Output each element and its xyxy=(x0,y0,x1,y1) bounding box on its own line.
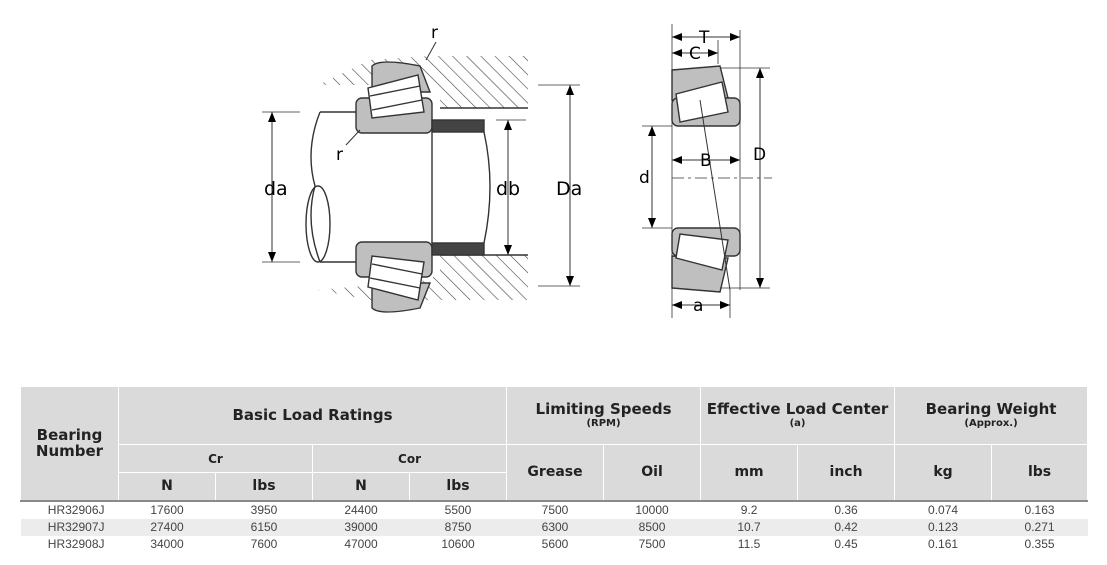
cr-n-cell: 27400 xyxy=(118,518,216,536)
limiting-speeds-title: Limiting Speeds xyxy=(535,400,672,418)
inch-header: inch xyxy=(797,444,896,501)
label-T: T xyxy=(698,28,710,48)
label-r-top: r xyxy=(431,23,438,43)
cor-n-cell: 47000 xyxy=(344,537,378,551)
part-number-cell: HR32907J xyxy=(20,518,119,536)
cr-n-cell: 34000 xyxy=(150,537,184,551)
table-row: HR32906J 17600 3950 24400 5500 7500 1000… xyxy=(21,502,1088,519)
label-B: B xyxy=(700,151,712,171)
grease-header: Grease xyxy=(506,444,605,501)
bearing-section-diagram xyxy=(642,24,772,318)
grease-cell: 5600 xyxy=(541,537,569,551)
basic-load-ratings-header: Basic Load Ratings xyxy=(117,386,508,445)
table-row: HR32907J 27400 6150 39000 8750 6300 8500… xyxy=(20,518,1088,536)
bearing-diagrams: r r da db Da xyxy=(262,23,772,318)
label-da: da xyxy=(264,178,288,200)
bearing-number-header-line2: Number xyxy=(35,442,104,461)
oil-cell: 7500 xyxy=(638,537,666,551)
cor-subheader: Cor xyxy=(311,444,508,473)
part-number-cell: HR32908J xyxy=(47,537,105,551)
label-D: D xyxy=(753,145,766,165)
oil-cell: 10000 xyxy=(635,503,669,517)
inch-cell: 0.45 xyxy=(834,537,858,551)
cor-n-header: N xyxy=(312,472,410,501)
label-db: db xyxy=(496,178,520,200)
mm-cell: 11.5 xyxy=(737,537,761,551)
bearing-number-header: Bearing Number xyxy=(20,386,119,501)
table-row: HR32908J 34000 7600 47000 10600 5600 750… xyxy=(21,536,1088,553)
label-a: a xyxy=(693,296,703,316)
cr-lbs-header: lbs xyxy=(215,472,313,501)
label-d: d xyxy=(639,168,650,188)
weight-lbs-cell: 0.163 xyxy=(1024,503,1055,517)
cor-lbs-cell: 8750 xyxy=(409,518,507,536)
load-center-title: Effective Load Center xyxy=(706,400,889,418)
cr-lbs-cell: 6150 xyxy=(215,518,313,536)
inch-cell: 0.36 xyxy=(834,503,858,517)
part-number-cell: HR32906J xyxy=(47,503,105,517)
grease-cell: 6300 xyxy=(506,518,604,536)
limiting-speeds-unit: (RPM) xyxy=(586,418,621,429)
bearing-weight-header: Bearing Weight (Approx.) xyxy=(894,386,1089,445)
cor-n-cell: 24400 xyxy=(344,503,378,517)
kg-cell: 0.161 xyxy=(928,537,959,551)
label-C: C xyxy=(689,44,701,64)
mm-header: mm xyxy=(700,444,799,501)
weight-lbs-cell: 0.271 xyxy=(991,518,1088,536)
label-r-left: r xyxy=(336,145,343,165)
cr-n-cell: 17600 xyxy=(150,503,184,517)
bearing-weight-title: Bearing Weight xyxy=(925,400,1057,418)
oil-cell: 8500 xyxy=(603,518,701,536)
oil-header: Oil xyxy=(603,444,702,501)
bearing-spec-table: Bearing Number Basic Load Ratings Limiti… xyxy=(20,386,1089,553)
cr-lbs-cell: 7600 xyxy=(250,537,278,551)
cr-lbs-cell: 3950 xyxy=(250,503,278,517)
grease-cell: 7500 xyxy=(541,503,569,517)
limiting-speeds-header: Limiting Speeds (RPM) xyxy=(506,386,702,445)
load-center-header: Effective Load Center (a) xyxy=(700,386,896,445)
mounting-diagram xyxy=(262,41,580,313)
label-Da-upper: Da xyxy=(556,178,582,200)
load-center-unit: (a) xyxy=(789,418,806,429)
weight-lbs-cell: 0.355 xyxy=(1024,537,1055,551)
mm-cell: 10.7 xyxy=(700,518,798,536)
drawings-area: r r da db Da xyxy=(262,23,772,318)
kg-cell: 0.123 xyxy=(894,518,992,536)
cr-subheader: Cr xyxy=(118,444,313,473)
weight-lbs-header: lbs xyxy=(991,444,1089,501)
kg-header: kg xyxy=(894,444,993,501)
bearing-number-header-line1: Bearing xyxy=(36,426,103,445)
cor-lbs-cell: 5500 xyxy=(444,503,472,517)
cr-n-header: N xyxy=(118,472,216,501)
cor-n-cell: 39000 xyxy=(312,518,410,536)
mm-cell: 9.2 xyxy=(740,503,758,517)
cor-lbs-cell: 10600 xyxy=(441,537,475,551)
cor-lbs-header: lbs xyxy=(408,472,508,501)
inch-cell: 0.42 xyxy=(797,518,895,536)
bearing-weight-unit: (Approx.) xyxy=(964,418,1018,429)
kg-cell: 0.074 xyxy=(928,503,959,517)
